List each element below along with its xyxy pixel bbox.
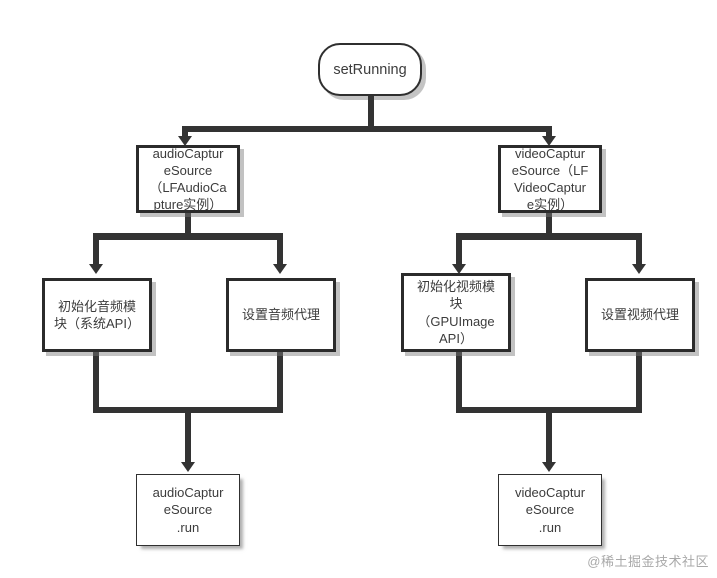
edge-audio-to-init-drop — [93, 233, 99, 267]
node-video-delegate[interactable]: 设置视频代理 — [585, 278, 695, 352]
node-video-init-module[interactable]: 初始化视频模 块 （GPUImage API） — [401, 273, 511, 352]
edge-root-to-audio-drop — [182, 126, 188, 140]
node-audio-capture-source[interactable]: audioCaptur eSource （LFAudioCa pture实例） — [136, 145, 240, 213]
edge-audio-to-delegate-drop — [277, 233, 283, 267]
node-video-capture-source-label: videoCaptur eSource（LF VideoCaptur e实例） — [511, 145, 589, 213]
node-audio-capture-source-run[interactable]: audioCaptur eSource .run — [136, 474, 240, 546]
edge-audio-init-down — [93, 351, 99, 407]
edge-root-stem — [368, 96, 374, 126]
edge-root-bus — [182, 126, 552, 132]
edge-audio-bus — [93, 233, 283, 240]
arrowhead-to-audio-delegate — [273, 264, 287, 274]
watermark: @稀土掘金技术社区 — [587, 554, 709, 569]
edge-video-delegate-down — [636, 351, 642, 407]
node-set-running-label: setRunning — [333, 61, 407, 78]
node-video-delegate-label: 设置视频代理 — [600, 307, 679, 323]
arrowhead-to-video-delegate — [632, 264, 646, 274]
edge-audio-stem — [185, 211, 191, 233]
node-audio-init-module[interactable]: 初始化音频模 块（系统API） — [42, 278, 152, 352]
node-audio-delegate-label: 设置音频代理 — [241, 307, 320, 323]
node-video-capture-source-run[interactable]: videoCaptur eSource .run — [498, 474, 602, 546]
node-audio-capture-source-run-label: audioCaptur eSource .run — [152, 485, 224, 535]
node-audio-capture-source-label: audioCaptur eSource （LFAudioCa pture实例） — [149, 145, 227, 213]
edge-video-merge-stem — [546, 407, 552, 465]
node-audio-init-module-label: 初始化音频模 块（系统API） — [54, 298, 140, 331]
node-video-init-module-label: 初始化视频模 块 （GPUImage API） — [416, 279, 495, 346]
edge-video-to-delegate-drop — [636, 233, 642, 267]
arrowhead-to-audio-init — [89, 264, 103, 274]
edge-video-to-init-drop — [456, 233, 462, 267]
edge-audio-merge-stem — [185, 407, 191, 465]
edge-root-to-video-drop — [546, 126, 552, 140]
edge-audio-delegate-down — [277, 351, 283, 407]
arrowhead-to-video-run — [542, 462, 556, 472]
arrowhead-to-audio-source — [178, 136, 192, 146]
edge-video-stem — [546, 211, 552, 233]
node-video-capture-source[interactable]: videoCaptur eSource（LF VideoCaptur e实例） — [498, 145, 602, 213]
node-set-running[interactable]: setRunning — [318, 43, 422, 96]
node-video-capture-source-run-label: videoCaptur eSource .run — [514, 485, 586, 535]
arrowhead-to-video-init — [452, 264, 466, 274]
edge-video-init-down — [456, 351, 462, 407]
arrowhead-to-video-source — [542, 136, 556, 146]
edge-video-bus — [456, 233, 642, 240]
arrowhead-to-audio-run — [181, 462, 195, 472]
node-audio-delegate[interactable]: 设置音频代理 — [226, 278, 336, 352]
